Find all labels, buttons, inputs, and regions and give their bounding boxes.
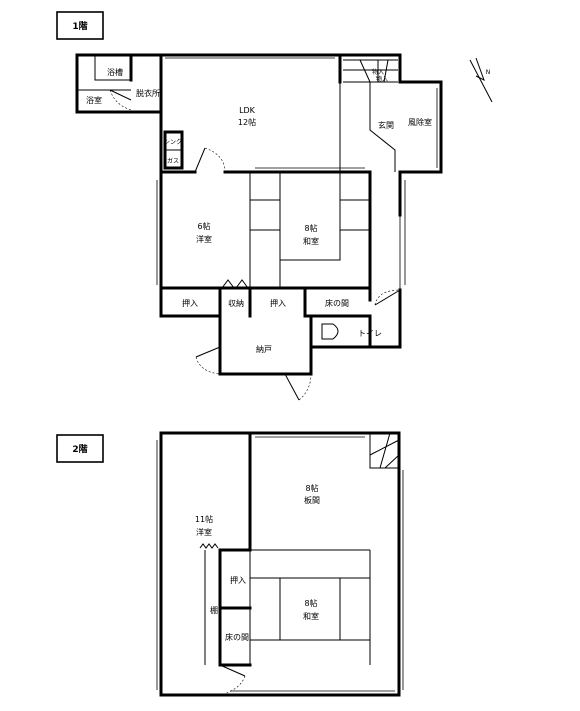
room-entrance: 玄関 [378, 120, 394, 130]
room2-western-name: 洋室 [196, 527, 212, 537]
room-western-name: 洋室 [196, 234, 212, 244]
room2-shelf: 棚 [210, 605, 218, 615]
room-nando: 納戸 [256, 344, 272, 354]
room-ldk-size: 12帖 [238, 117, 256, 127]
room2-japanese-size: 8帖 [304, 598, 317, 608]
room-storage-top: 物入 [372, 68, 384, 76]
floor-1: 1階 [56, 11, 443, 401]
room-bathroom: 浴室 [86, 95, 102, 105]
room-storage-top-2: 物入 [376, 75, 388, 83]
floor-1-doors [109, 89, 401, 401]
floor-1-room-labels: 浴槽 浴室 脱衣所 LDK 12帖 シンク ガス 玄関 風除室 物入 物入 6帖… [86, 67, 432, 354]
room-windbreak: 風除室 [408, 117, 432, 127]
floor-2-room-labels: 11帖 洋室 8帖 板間 押入 棚 8帖 和室 床の間 [195, 483, 320, 642]
floor-2-doors [219, 664, 246, 696]
room-western-size: 6帖 [197, 221, 210, 231]
floor-2-walls [159, 431, 401, 697]
floor-1-label-box [56, 11, 104, 40]
floor-1-label: 1階 [72, 20, 87, 32]
floor-2: 2階 11帖 [56, 431, 404, 697]
room2-tokonoma: 床の間 [225, 632, 249, 642]
room-japanese-size: 8帖 [304, 223, 317, 233]
floor-2-label: 2階 [72, 443, 87, 455]
floor-1-walls [75, 53, 443, 376]
room-dressing: 脱衣所 [136, 88, 160, 98]
fixture-sink: シンク [164, 139, 182, 146]
room-closet-a: 押入 [182, 298, 198, 308]
room-tokonoma: 床の間 [325, 298, 349, 308]
floor-2-partitions [156, 432, 404, 692]
room-ldk-name: LDK [239, 106, 256, 115]
compass-label: N [486, 69, 491, 76]
room-closet-b: 押入 [270, 298, 286, 308]
room-bath-tub: 浴槽 [107, 67, 123, 77]
room-toilet: トイレ [358, 329, 382, 338]
fixture-gas: ガス [167, 157, 179, 165]
floor-1-partitions [77, 55, 438, 340]
floor-2-label-box [56, 434, 104, 463]
room2-western-size: 11帖 [195, 514, 213, 524]
room-storage: 収納 [228, 298, 244, 308]
compass-icon: N [469, 57, 493, 103]
room-japanese-name: 和室 [303, 236, 319, 246]
room2-closet: 押入 [230, 575, 246, 585]
room2-board-size: 8帖 [305, 483, 318, 493]
room2-japanese-name: 和室 [303, 611, 319, 621]
room2-board-name: 板間 [304, 495, 320, 505]
